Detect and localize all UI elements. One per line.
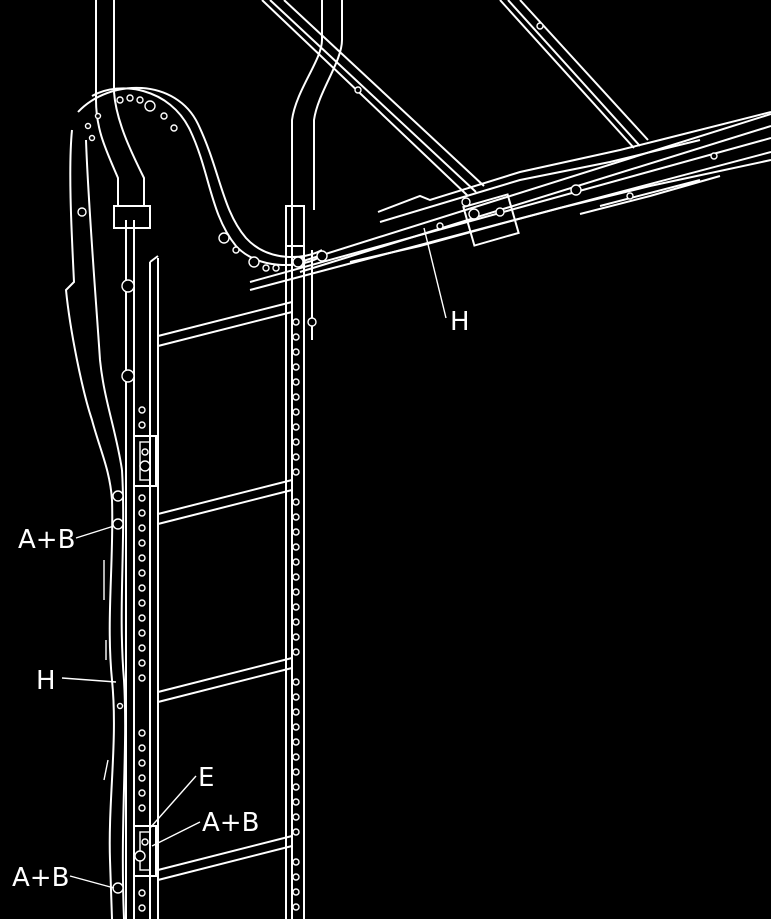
rail-clamp-lower [133, 825, 157, 877]
diagonal-struts [261, 0, 649, 197]
right-rail-holes [292, 318, 300, 911]
bundle-bolts [112, 490, 124, 894]
callout-ab-left-lower: A+B [12, 863, 69, 893]
top-channel-h [249, 111, 771, 291]
leader-lines [61, 227, 447, 889]
left-rail-holes [138, 406, 146, 912]
bend-holes [77, 94, 328, 272]
upper-pipes [95, 0, 343, 210]
cable-bundle-h [64, 86, 323, 919]
callout-h-left: H [36, 666, 56, 696]
left-ladder-rail [113, 205, 159, 919]
callout-ab-left-upper: A+B [18, 525, 75, 555]
rail-clamp-upper [133, 435, 157, 487]
ladder-rungs [157, 301, 293, 881]
callout-e: E [198, 763, 214, 793]
callout-h-top: H [450, 307, 470, 337]
right-ladder-rail [285, 205, 317, 919]
callout-ab-right-lower: A+B [202, 808, 259, 838]
